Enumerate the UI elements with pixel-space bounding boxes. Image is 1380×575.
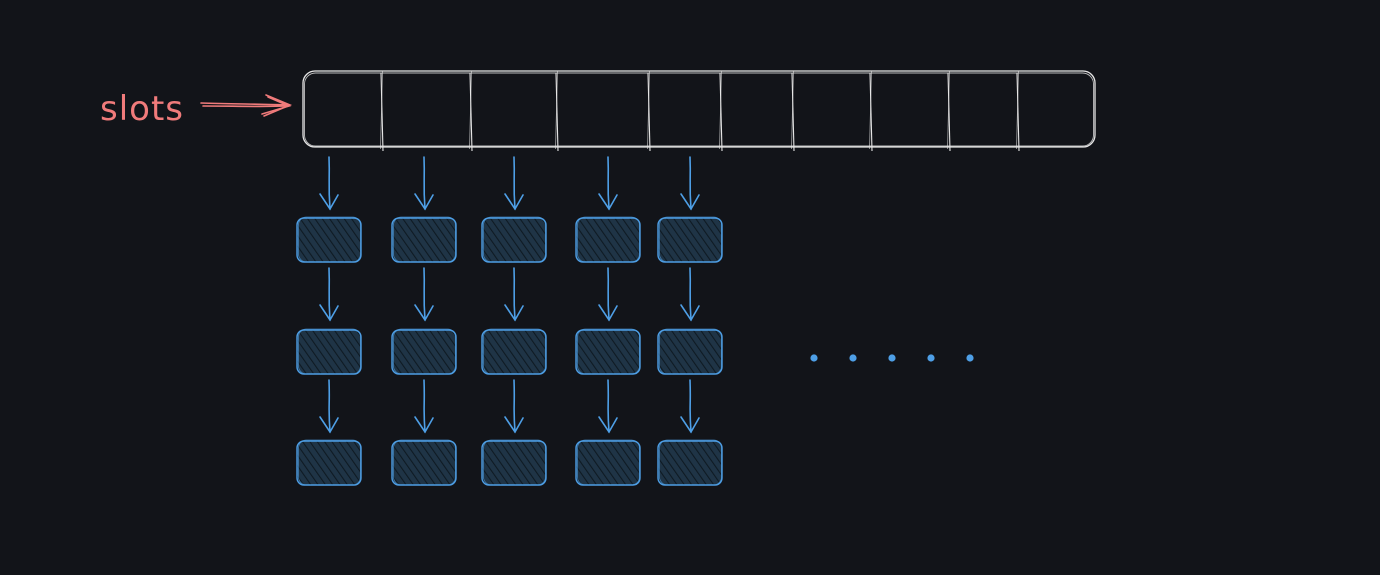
slot-divider [791,72,795,152]
slot-divider-sketch [791,70,794,150]
continuation-dots [810,354,974,362]
slot-array-outline-sketch [304,72,1094,147]
slot-divider [555,72,559,152]
bucket-node [391,439,457,486]
bucket-node [657,328,723,375]
slot-divider-sketch [947,70,950,150]
slot-divider [469,72,473,152]
continuation-dot [966,354,974,362]
continuation-dot [927,354,935,362]
continuation-dot [810,354,818,362]
slots-pointer-arrow [200,94,293,117]
chain-arrow [414,267,434,322]
slot-divider-sketch [869,70,872,150]
chain-arrow [414,379,434,434]
chain-arrow [598,156,618,211]
chain-arrow [504,156,524,211]
bucket-node [391,328,457,375]
slot-divider-sketch [647,70,650,150]
bucket-chain [657,156,723,486]
bucket-node [391,216,457,263]
chain-arrow [504,267,524,322]
chain-arrow [598,267,618,322]
slot-divider [947,72,951,152]
bucket-node [481,216,547,263]
continuation-dot [849,354,857,362]
chain-arrow [319,156,339,211]
slot-divider-sketch [555,70,558,150]
bucket-chains [296,156,723,486]
bucket-node [296,216,362,263]
slot-array-outline [302,70,1096,148]
slot-divider [1016,72,1020,152]
chain-arrow [319,267,339,322]
bucket-chain [481,156,547,486]
chain-arrow [598,379,618,434]
slot-divider [719,72,723,152]
slot-divider-sketch [469,70,472,150]
chain-arrow [319,379,339,434]
bucket-node [481,439,547,486]
chain-arrow [504,379,524,434]
chain-arrow [414,156,434,211]
bucket-node [657,439,723,486]
bucket-node [296,439,362,486]
bucket-chain [296,156,362,486]
slot-divider [647,72,651,152]
bucket-node [481,328,547,375]
chain-arrow [680,267,700,322]
bucket-node [575,439,641,486]
slot-divider-sketch [719,70,722,150]
slot-divider-sketch [1016,70,1019,150]
chain-arrow [680,156,700,211]
bucket-node [296,328,362,375]
bucket-chain [391,156,457,486]
slots-label: slots [100,89,184,129]
bucket-node [575,216,641,263]
chain-arrow [680,379,700,434]
continuation-dot [888,354,896,362]
slot-divider [869,72,873,152]
slot-divider [380,72,384,152]
slot-divider-sketch [380,70,383,150]
bucket-node [657,216,723,263]
bucket-node [575,328,641,375]
slot-array [302,70,1096,152]
bucket-chain [575,156,641,486]
